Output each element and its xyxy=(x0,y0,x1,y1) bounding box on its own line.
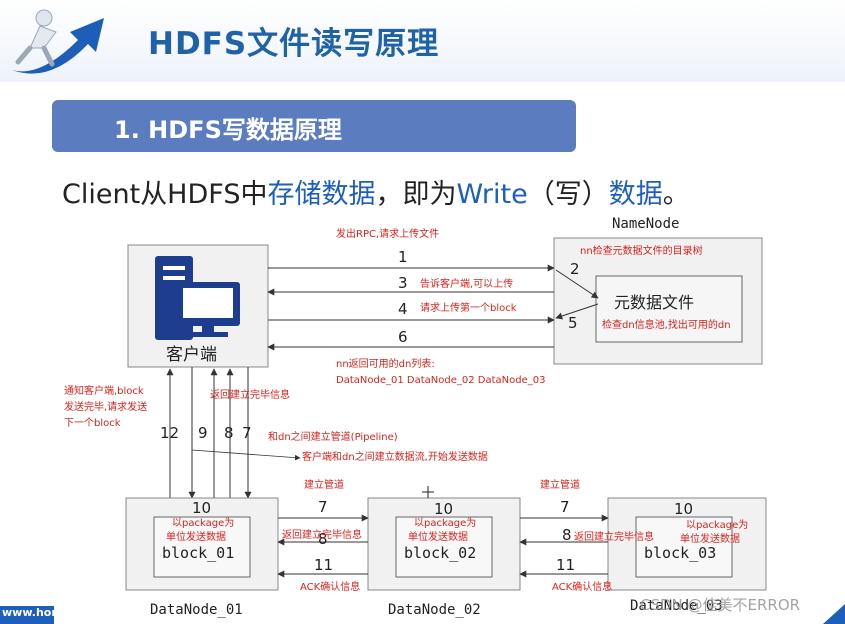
datanode-1-title: DataNode_01 xyxy=(150,602,243,618)
section-title: 1. HDFS写数据原理 xyxy=(114,116,342,144)
dn1-dn2-step-8: 8 xyxy=(318,530,328,548)
step-9-label: 返回建立完毕信息 xyxy=(210,388,290,401)
watermark: CSDN @佳美不ERROR xyxy=(640,596,800,614)
metadata-note: 检查dn信息池,找出可用的dn xyxy=(602,318,731,331)
intro-highlight: 存储数据 xyxy=(267,179,376,210)
step-7-number: 7 xyxy=(242,424,252,442)
client-label: 客户端 xyxy=(166,345,217,365)
step-12-label-line3: 下一个block xyxy=(64,417,121,429)
step-7-label: 和dn之间建立管道(Pipeline) xyxy=(268,430,398,443)
step-12-number: 12 xyxy=(160,424,179,442)
step-1-label: 发出RPC,请求上传文件 xyxy=(336,227,439,240)
dn3-step-10: 10 xyxy=(674,500,693,518)
block-3-label: block_03 xyxy=(644,544,716,562)
step-5-number: 5 xyxy=(568,314,578,332)
arrow-stream xyxy=(191,449,301,461)
corner-decoration-icon xyxy=(823,604,845,624)
crosshair-cursor-icon xyxy=(422,486,434,498)
step-3-number: 3 xyxy=(398,274,408,292)
block-3-box xyxy=(635,516,733,578)
step-4-label: 请求上传第一个block xyxy=(420,301,517,314)
datanode-3-title: DataNode_03 xyxy=(630,598,723,614)
step-2-number: 2 xyxy=(570,260,580,278)
block-2-label: block_02 xyxy=(404,544,476,562)
dn1-dn2-ack-label: ACK确认信息 xyxy=(300,580,360,593)
dn2-dn3-step-7: 7 xyxy=(560,498,570,516)
client-computer-icon xyxy=(155,256,240,340)
dn3-package-line2: 单位发送数据 xyxy=(680,532,740,545)
intro-part: ，即为 xyxy=(375,179,457,210)
dn2-dn3-ack-label: ACK确认信息 xyxy=(552,580,612,593)
step-1-number: 1 xyxy=(398,248,408,266)
step-4-number: 4 xyxy=(398,300,408,318)
pipeline-label-2: 建立管道 xyxy=(540,478,580,491)
dn1-package-line2: 单位发送数据 xyxy=(166,530,226,543)
intro-highlight: Write xyxy=(456,179,528,210)
dn1-step-10: 10 xyxy=(192,499,211,517)
intro-part: Client从HDFS中 xyxy=(62,179,268,210)
step-10-label: 客户端和dn之间建立数据流,开始发送数据 xyxy=(302,450,488,463)
dn2-package-line1: 以package为 xyxy=(414,517,476,529)
block-2-box xyxy=(395,516,493,578)
dn1-dn2-step-11: 11 xyxy=(314,556,333,574)
intro-part: 。 xyxy=(662,179,690,210)
dn1-package-line1: 以package为 xyxy=(172,517,234,529)
dn2-package-line2: 单位发送数据 xyxy=(408,530,468,543)
dn1-dn2-return-label: 返回建立完毕信息 xyxy=(282,528,362,541)
intro-part: （写） xyxy=(527,179,609,210)
dn2-dn3-step-8: 8 xyxy=(562,526,572,544)
bottom-url-tab: www.hor xyxy=(0,606,57,624)
pipeline-label-1: 建立管道 xyxy=(304,478,344,491)
step-6-label-line2: DataNode_01 DataNode_02 DataNode_03 xyxy=(336,375,545,386)
metadata-label: 元数据文件 xyxy=(614,293,694,312)
dn2-dn3-return-label: 返回建立完毕信息 xyxy=(574,530,654,543)
intro-highlight: 数据 xyxy=(608,179,663,210)
step-3-label: 告诉客户端,可以上传 xyxy=(420,277,513,290)
step-12-label-line1: 通知客户端,block xyxy=(64,384,144,397)
runner-logo-icon xyxy=(12,9,104,74)
intro-sentence: Client从HDFS中存储数据，即为Write（写）数据。 xyxy=(62,172,690,211)
datanode-2-title: DataNode_02 xyxy=(388,602,481,618)
header-bar: HDFS文件读写原理 xyxy=(0,0,845,82)
arrow-5 xyxy=(555,303,599,320)
dn1-dn2-step-7: 7 xyxy=(318,498,328,516)
page-title: HDFS文件读写原理 xyxy=(148,26,440,62)
section-banner: 1. HDFS写数据原理 xyxy=(52,100,576,152)
dn3-package-line1: 以package为 xyxy=(686,519,748,531)
dn2-dn3-step-11: 11 xyxy=(556,556,575,574)
block-1-label: block_01 xyxy=(162,544,234,562)
step-6-number: 6 xyxy=(398,328,408,346)
step-9-number: 9 xyxy=(198,424,208,442)
block-1-box xyxy=(153,516,251,578)
metadata-box xyxy=(595,275,743,343)
step-12-label-line2: 发送完毕,请求发送 xyxy=(64,400,147,413)
namenode-title: NameNode xyxy=(612,216,679,232)
dn2-step-10: 10 xyxy=(434,500,453,518)
namenode-note: nn检查元数据文件的目录树 xyxy=(580,244,703,257)
step-8-number: 8 xyxy=(224,424,234,442)
arrow-2 xyxy=(555,269,599,299)
step-6-label-line1: nn返回可用的dn列表: xyxy=(336,357,435,370)
